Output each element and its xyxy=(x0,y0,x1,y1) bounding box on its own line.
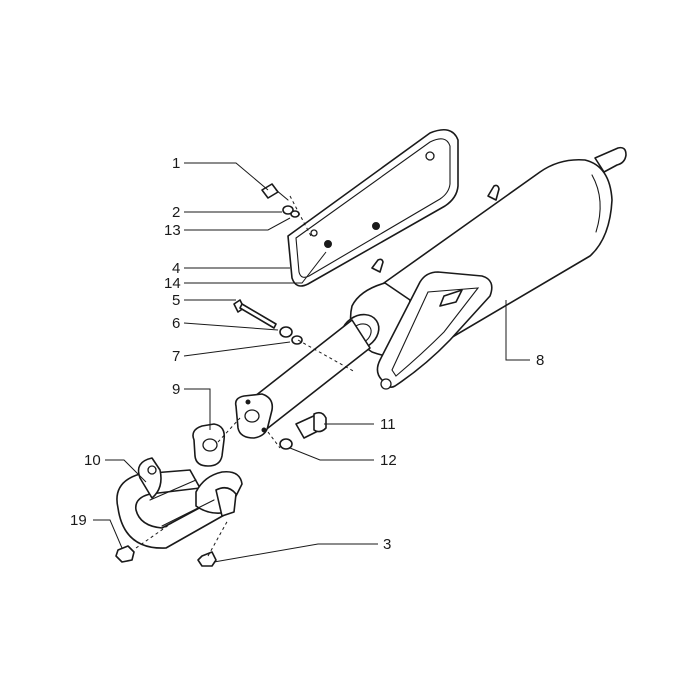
long-bolt-5 xyxy=(233,299,277,329)
callout-5: 5 xyxy=(172,292,180,309)
callout-8: 8 xyxy=(536,352,544,369)
washer-6 xyxy=(279,326,293,338)
gasket xyxy=(192,423,226,467)
callout-19: 19 xyxy=(70,512,87,529)
callout-1: 1 xyxy=(172,155,180,172)
washer-7 xyxy=(291,335,303,345)
heat-shield xyxy=(287,128,459,287)
bolt-1 xyxy=(261,183,289,201)
callout-4: 4 xyxy=(172,260,180,277)
callout-12: 12 xyxy=(380,452,397,469)
leader-lines xyxy=(93,162,530,563)
callout-11: 11 xyxy=(380,416,396,433)
callout-13: 13 xyxy=(164,222,181,239)
nut-19 xyxy=(115,545,135,563)
callout-9: 9 xyxy=(172,381,180,398)
front-pipe xyxy=(234,319,371,439)
alignment-lines xyxy=(135,195,356,557)
nut-3 xyxy=(197,551,217,567)
callout-7: 7 xyxy=(172,348,180,365)
washer-12 xyxy=(279,438,293,450)
callout-10: 10 xyxy=(84,452,101,469)
bolt-11 xyxy=(295,411,327,439)
washer-2 xyxy=(282,205,294,215)
callout-6: 6 xyxy=(172,315,180,332)
callout-14: 14 xyxy=(164,275,181,292)
callout-labels: 1 2 13 4 14 5 6 7 8 9 11 12 10 19 3 xyxy=(70,155,544,553)
callout-2: 2 xyxy=(172,204,180,221)
callout-3: 3 xyxy=(383,536,391,553)
exhaust-manifold xyxy=(116,457,243,549)
washer-13 xyxy=(290,210,300,218)
muffler-bracket xyxy=(376,271,493,390)
